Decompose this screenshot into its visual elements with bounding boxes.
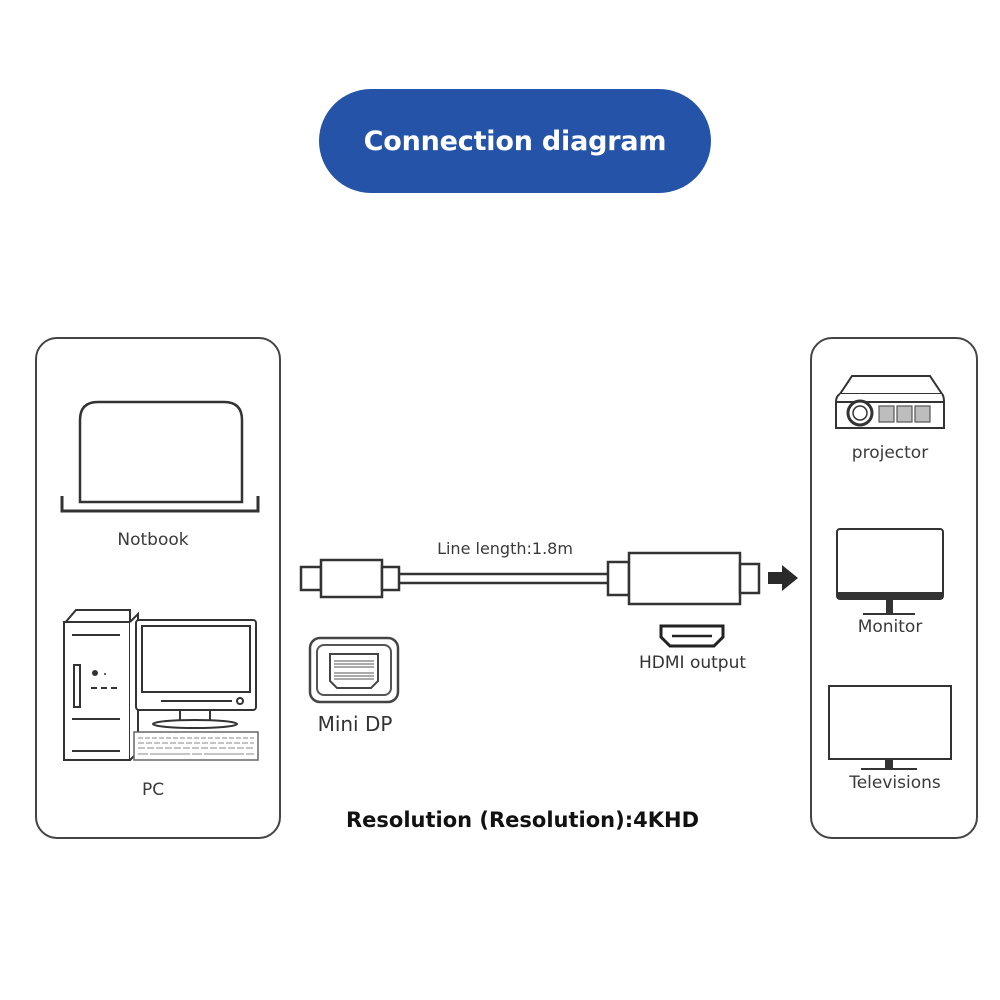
output-label-projector: projector [851, 443, 929, 463]
source-label-pc: PC [141, 780, 165, 800]
arrow-right-icon [768, 565, 798, 591]
resolution-note: Resolution (Resolution):4KHD [346, 808, 700, 832]
output-label-monitor: Monitor [857, 617, 923, 637]
source-label-notebook: Notbook [117, 530, 189, 550]
mini-dp-plug-tip [299, 565, 323, 592]
television-icon [828, 685, 952, 770]
mini-dp-plug-body [319, 558, 384, 599]
diagram-title-text: Connection diagram [363, 125, 667, 157]
laptop-icon [60, 400, 260, 513]
output-label-televisions: Televisions [849, 773, 941, 793]
hdmi-plug-body [627, 551, 742, 606]
hdmi-plug-tip [738, 562, 761, 595]
hdmi-port-icon [659, 624, 725, 648]
mini-dp-plug-strain [380, 565, 401, 592]
diagram-title: Connection diagram [319, 89, 711, 193]
hdmi-output-label: HDMI output [638, 653, 747, 673]
cable-diagram [299, 551, 761, 606]
monitor-icon [836, 528, 944, 615]
projector-icon [835, 375, 945, 429]
desktop-pc-icon [63, 609, 259, 761]
cable-length-label: Line length:1.8m [437, 539, 573, 558]
mini-displayport-icon [308, 636, 400, 704]
mini-dp-label: Mini DP [317, 712, 393, 736]
hdmi-plug-strain [606, 560, 631, 597]
